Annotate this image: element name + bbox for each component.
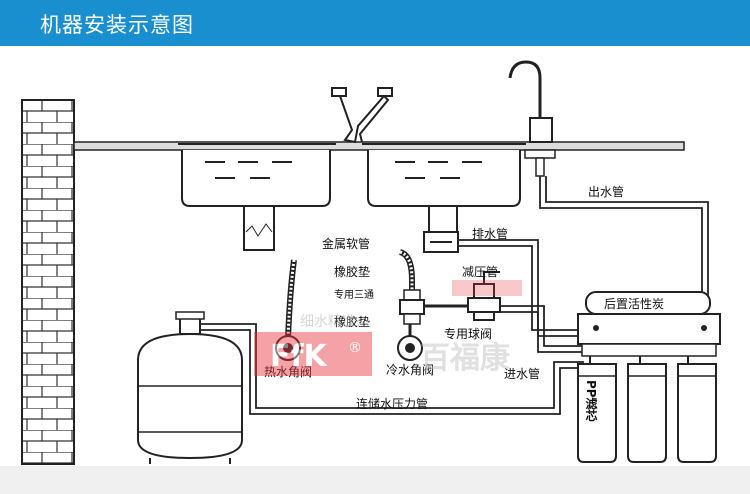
- label-pp-filter: PP滤芯: [584, 380, 598, 422]
- installation-diagram: 出水管 排水管 金属软管 橡胶垫 专用三通 橡胶垫 减压管 专用球阀 热水角阀 …: [21, 60, 721, 465]
- filter-unit: [577, 291, 721, 463]
- label-tank-pressure-pipe: 连储水压力管: [356, 396, 428, 411]
- brick-wall: [21, 99, 75, 465]
- label-pressure-reducer: 减压管: [462, 264, 498, 279]
- filter-canister-2: [627, 363, 667, 463]
- label-metal-hose: 金属软管: [322, 236, 370, 251]
- header-bar: 机器安装示意图: [0, 0, 750, 46]
- brand-watermark: FfK ® 百福康 细水精准…: [254, 280, 522, 376]
- sink-faucet: [331, 87, 393, 144]
- hot-water-hose: [275, 259, 301, 361]
- watermark-faint-text: 细水精准…: [300, 314, 370, 330]
- filter-canister-1: [577, 363, 617, 463]
- storage-tank: [137, 311, 243, 464]
- footer-band: [0, 466, 750, 494]
- label-ball-valve: 专用球阀: [444, 326, 492, 341]
- label-post-carbon: 后置活性炭: [604, 297, 664, 311]
- label-inlet-pipe: 进水管: [504, 366, 540, 381]
- watermark-registered: ®: [348, 340, 362, 356]
- label-tee: 专用三通: [334, 288, 374, 301]
- label-cold-angle-valve: 冷水角阀: [386, 363, 434, 377]
- label-hot-angle-valve: 热水角阀: [264, 365, 312, 379]
- filter-canister-3: [677, 363, 717, 463]
- label-drain-pipe: 排水管: [472, 226, 508, 241]
- label-rubber-gasket-bottom: 橡胶垫: [334, 314, 370, 329]
- pressure-reducer-valve: [467, 271, 501, 321]
- drain-clamp: [423, 231, 459, 253]
- sink-right: [362, 143, 526, 233]
- ro-faucet: [508, 60, 556, 177]
- page-title: 机器安装示意图: [40, 13, 194, 37]
- watermark-brand-cn: 百福康: [420, 341, 511, 376]
- watermark-logo: FfK: [270, 339, 329, 374]
- cold-water-assembly: [397, 249, 468, 361]
- sink-left: [178, 143, 336, 251]
- label-rubber-gasket-top: 橡胶垫: [334, 264, 370, 279]
- label-outlet-pipe: 出水管: [588, 184, 624, 199]
